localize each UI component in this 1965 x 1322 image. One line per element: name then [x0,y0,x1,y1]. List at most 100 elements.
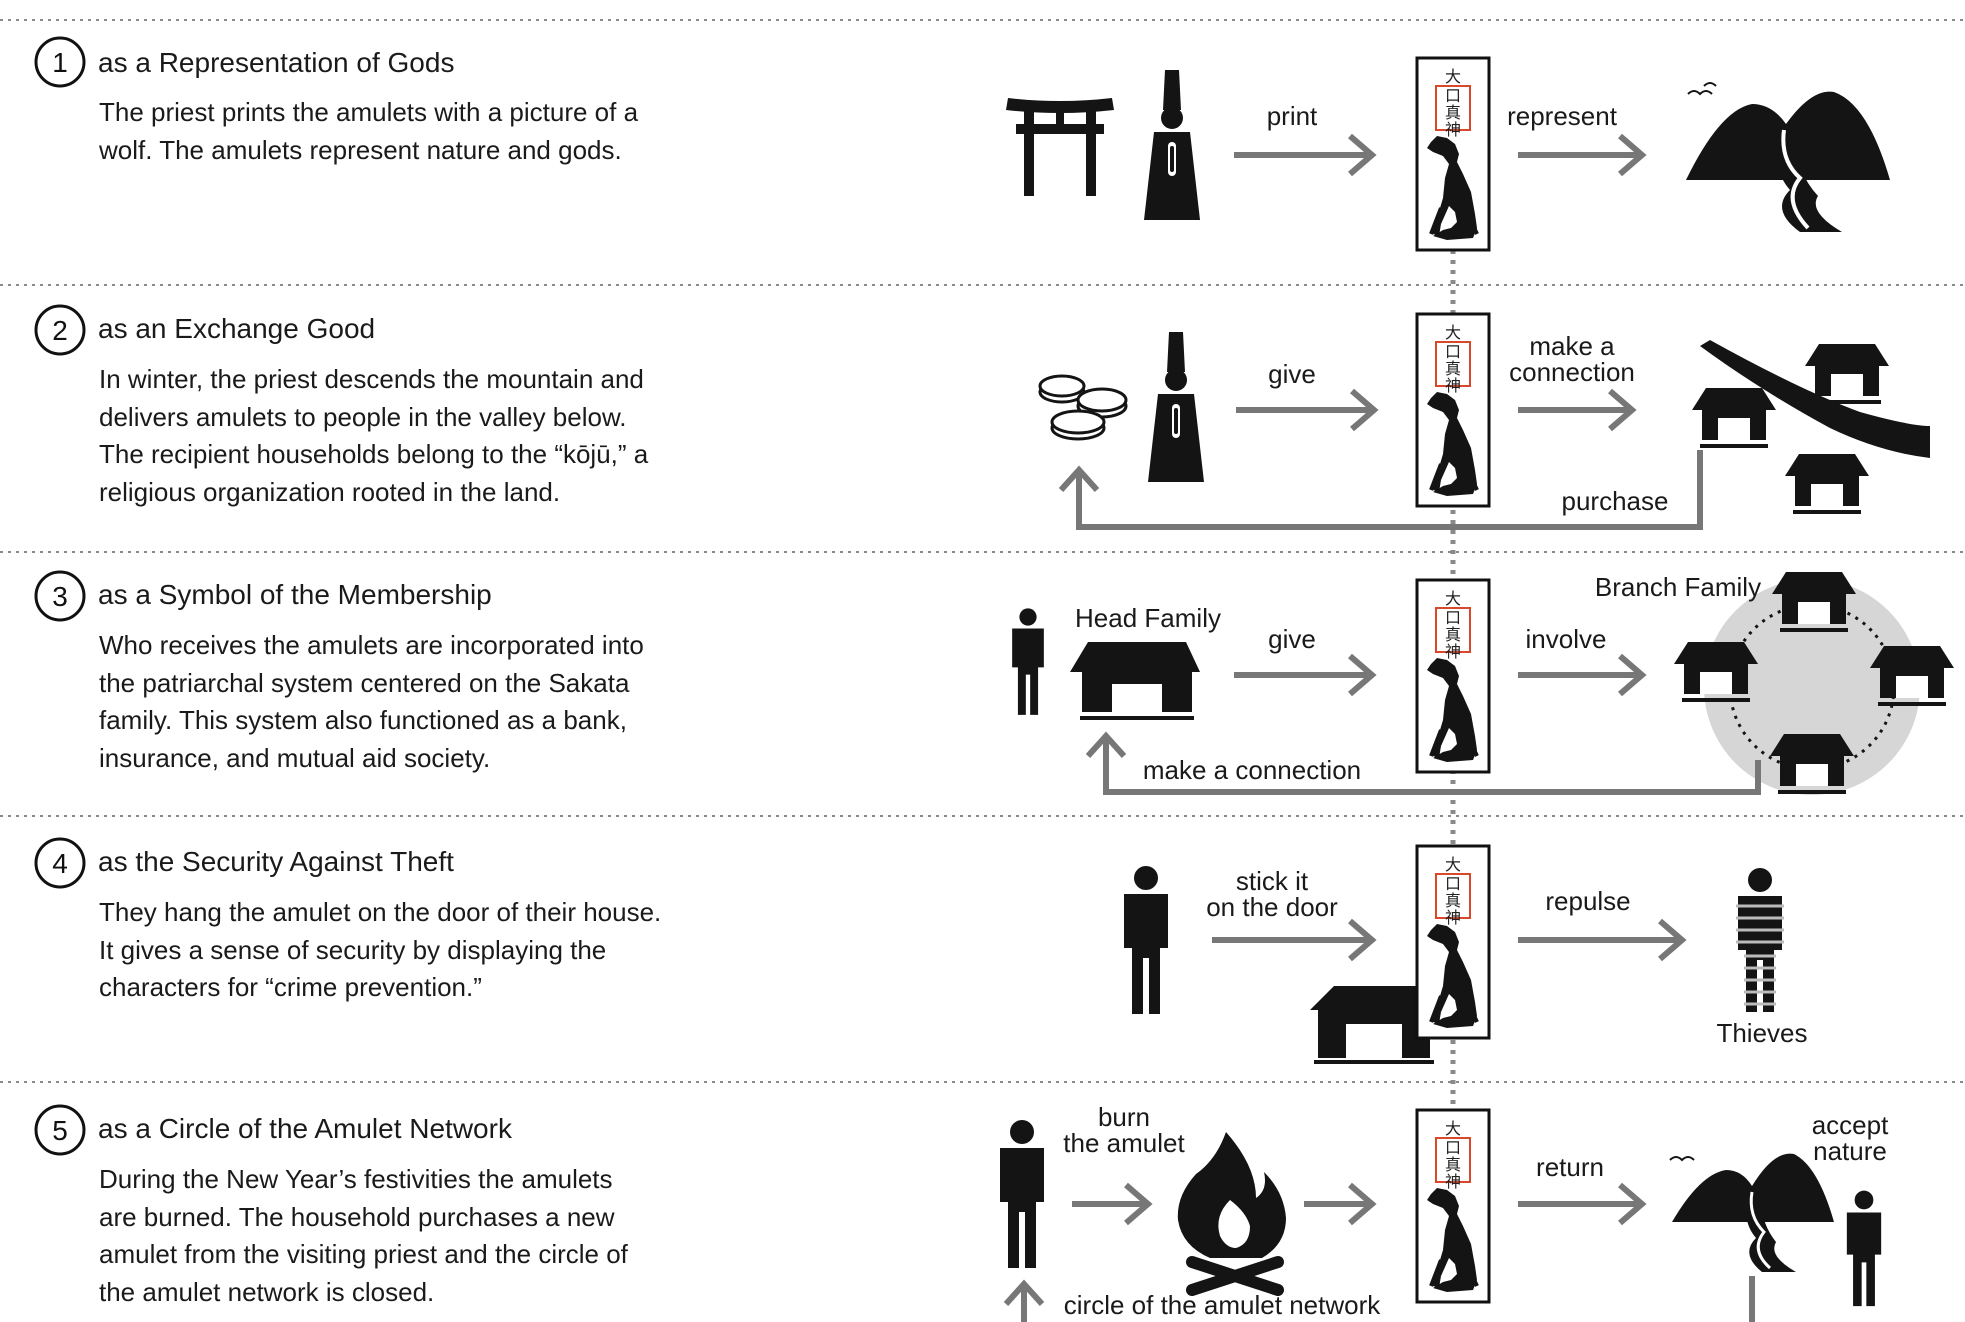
amulet-character: 大 [1445,67,1461,86]
label-circle-of-the-amulet-network: circle of the amulet network [1064,1290,1381,1320]
section-2: 2 as an Exchange Good In winter, the pri… [34,304,1930,530]
section-body-line: delivers amulets to people in the valley… [99,402,627,432]
section-3: 3 as a Symbol of the Membership Who rece… [34,570,1954,795]
label-burn: burn [1098,1102,1150,1132]
amulet-character: 神 [1445,120,1461,139]
arrow-repulse [1518,918,1687,962]
label-give: give [1268,359,1316,389]
mountain-icon [1669,1153,1834,1272]
section-4: 4 as the Security Against Theft They han… [34,837,1808,1064]
label-branch-family: Branch Family [1595,572,1761,602]
section-body-line: are burned. The household purchases a ne… [99,1202,615,1232]
section-number-badge [34,36,86,88]
amulet-characters: 大 口 真 神 [1445,67,1461,139]
amulet-character: 神 [1445,1172,1461,1191]
section-title: as the Security Against Theft [98,846,454,877]
arrow-to-amulet [1304,1182,1377,1226]
section-number-badge [34,837,86,889]
amulet-characters: 大 口 真 神 [1445,855,1461,927]
section-title: as an Exchange Good [98,313,375,344]
amulet-character: 真 [1445,1155,1461,1174]
section-title: as a Circle of the Amulet Network [98,1113,513,1144]
section-number: 3 [52,581,68,612]
section-body-line: characters for “crime prevention.” [99,972,482,1002]
arrow-return [1518,1182,1647,1226]
label-nature: nature [1813,1136,1887,1166]
amulet-character: 口 [1445,1138,1461,1157]
section-title: as a Representation of Gods [98,47,454,78]
house-icon [1692,388,1776,448]
arrow-circle-network [1003,1276,1755,1322]
head-family-house-icon [1070,642,1200,720]
section-body-line: amulet from the visiting priest and the … [99,1239,629,1269]
label-head-family: Head Family [1075,603,1221,633]
label-repulse: repulse [1545,886,1630,916]
label-represent: represent [1507,101,1618,131]
label-involve: involve [1526,624,1607,654]
amulet-character: 大 [1445,323,1461,342]
arrow-represent [1518,133,1647,177]
section-body-line: The recipient households belong to the “… [99,439,649,469]
amulet-character: 大 [1445,855,1461,874]
amulet-character: 口 [1445,86,1461,105]
amulet-character: 神 [1445,376,1461,395]
section-body-line: During the New Year’s festivities the am… [99,1164,613,1194]
section-1: 1 as a Representation of Gods The priest… [34,36,1890,252]
label-stick-it: stick it [1236,866,1309,896]
house-icon [1310,986,1436,1064]
section-body-line: They hang the amulet on the door of thei… [99,897,661,927]
section-number: 2 [52,315,68,346]
arrow-print [1234,133,1377,177]
house-icon [1785,454,1869,514]
amulet-character: 口 [1445,874,1461,893]
amulet-character: 大 [1445,1119,1461,1138]
amulet-character: 口 [1445,342,1461,361]
section-number: 5 [52,1115,68,1146]
house-icon [1805,344,1889,404]
amulet-character: 真 [1445,625,1461,644]
person-icon [1012,608,1044,715]
section-number-badge [34,570,86,622]
branch-family-circle [1704,579,1920,795]
amulet-characters: 大 口 真 神 [1445,1119,1461,1191]
section-body-line: insurance, and mutual aid society. [99,743,490,773]
amulet-character: 真 [1445,891,1461,910]
section-body-line: Who receives the amulets are incorporate… [99,630,644,660]
label-on-the-door: on the door [1206,892,1338,922]
arrow-give [1236,388,1379,432]
thief-icon [1736,868,1784,1012]
label-print: print [1267,101,1318,131]
label-connection: connection [1509,357,1635,387]
section-number: 4 [52,848,68,879]
house-icon [1674,642,1758,702]
priest-icon [1148,332,1204,482]
section-body-line: It gives a sense of security by displayi… [99,935,606,965]
arrow-connection [1518,388,1637,432]
section-body-line: wolf. The amulets represent nature and g… [98,135,622,165]
amulet-character: 口 [1445,608,1461,627]
amulet-character: 神 [1445,908,1461,927]
valley-road-icon [1700,340,1930,458]
arrow-give [1234,653,1377,697]
amulet-character: 真 [1445,359,1461,378]
section-number-badge [34,304,86,356]
section-title: as a Symbol of the Membership [98,579,492,610]
arrow-involve [1518,653,1647,697]
label-make-a-connection: make a connection [1143,755,1361,785]
label-make-a: make a [1529,331,1615,361]
house-icon [1770,734,1854,794]
section-5: 5 as a Circle of the Amulet Network Duri… [34,1102,1889,1322]
coins-icon [1038,374,1128,441]
section-body-line: religious organization rooted in the lan… [99,477,560,507]
arrow-stick [1212,918,1377,962]
priest-icon [1144,70,1200,220]
label-thieves: Thieves [1716,1018,1807,1048]
label-accept: accept [1812,1110,1889,1140]
label-the-amulet: the amulet [1063,1128,1185,1158]
arrow-purchase [1058,450,1703,530]
label-return: return [1536,1152,1604,1182]
torii-gate-icon [1006,98,1114,196]
arrow-burn [1072,1182,1153,1226]
fire-icon [1177,1132,1286,1296]
